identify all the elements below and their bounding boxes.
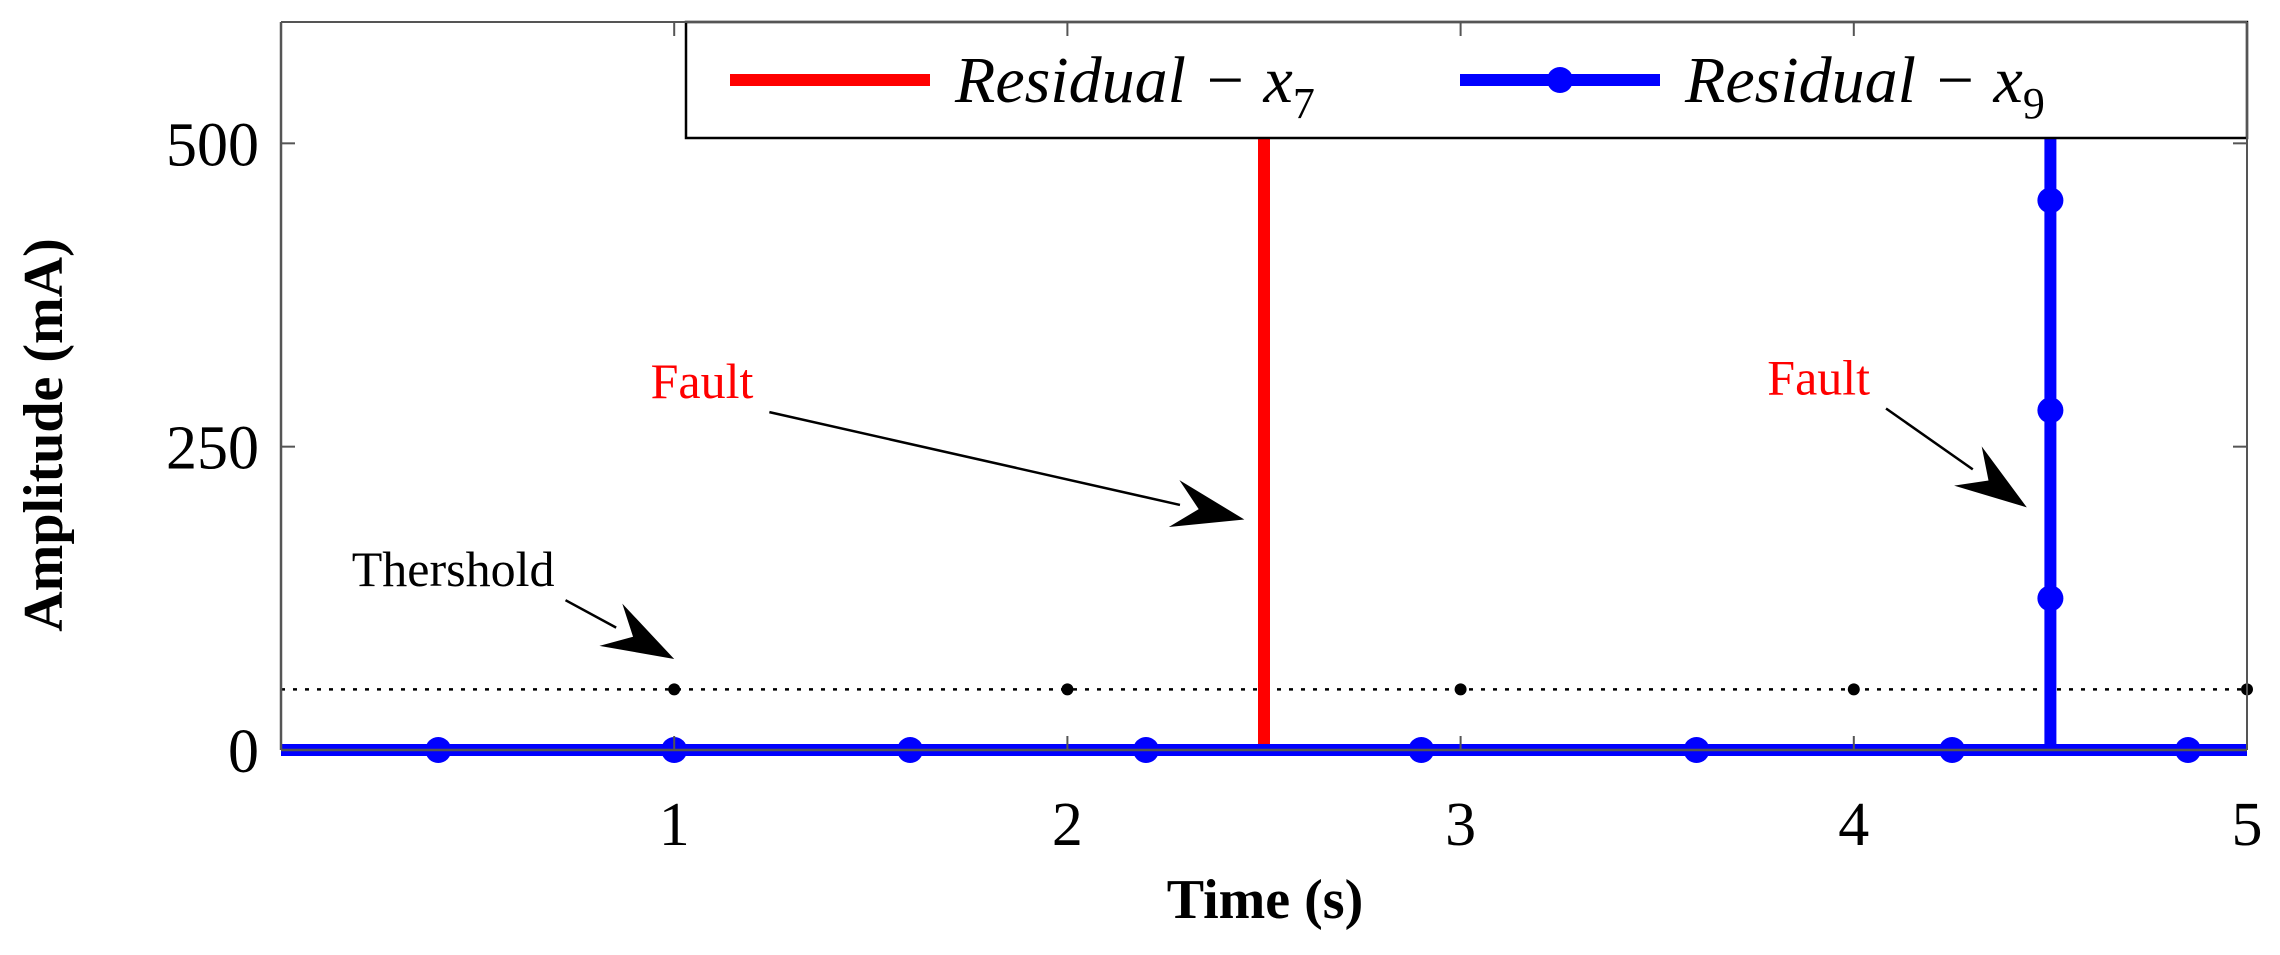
annotation-arrow-line: [1885, 407, 1974, 471]
annotation-arrowhead: [599, 603, 675, 659]
y-tick-label: 250: [166, 415, 259, 483]
threshold-marker: [1847, 683, 1860, 696]
annotation-label: Thershold: [352, 541, 555, 597]
threshold-marker: [1061, 683, 1074, 696]
annotation-label: Fault: [651, 353, 754, 409]
x-tick-label: 1: [659, 791, 690, 859]
x-axis-title: Time (s): [1167, 869, 1364, 931]
x-tick-label: 4: [1838, 791, 1869, 859]
legend-label-2: Residual − x9: [1684, 44, 2045, 128]
x-tick-label: 3: [1445, 791, 1476, 859]
legend-label-1: Residual − x7: [954, 44, 1315, 128]
y-tick-label: 500: [166, 111, 259, 179]
threshold-marker: [668, 683, 681, 696]
annotation-arrowhead: [1954, 446, 2027, 508]
annotation-arrow-line: [564, 599, 617, 629]
legend-marker-2: [1547, 67, 1573, 93]
annotation-arrowhead: [1168, 480, 1245, 528]
annotation-label: Fault: [1767, 349, 1870, 405]
series-2-marker: [2037, 585, 2064, 612]
y-axis-title: Amplitude (mA): [13, 238, 75, 632]
series-2-marker: [2037, 187, 2064, 214]
x-tick-label: 5: [2232, 791, 2263, 859]
annotation-arrow-line: [769, 410, 1181, 507]
x-tick-label: 2: [1052, 791, 1083, 859]
y-tick-label: 0: [228, 718, 259, 786]
threshold-marker: [1454, 683, 1467, 696]
series-2-marker: [2037, 397, 2064, 424]
